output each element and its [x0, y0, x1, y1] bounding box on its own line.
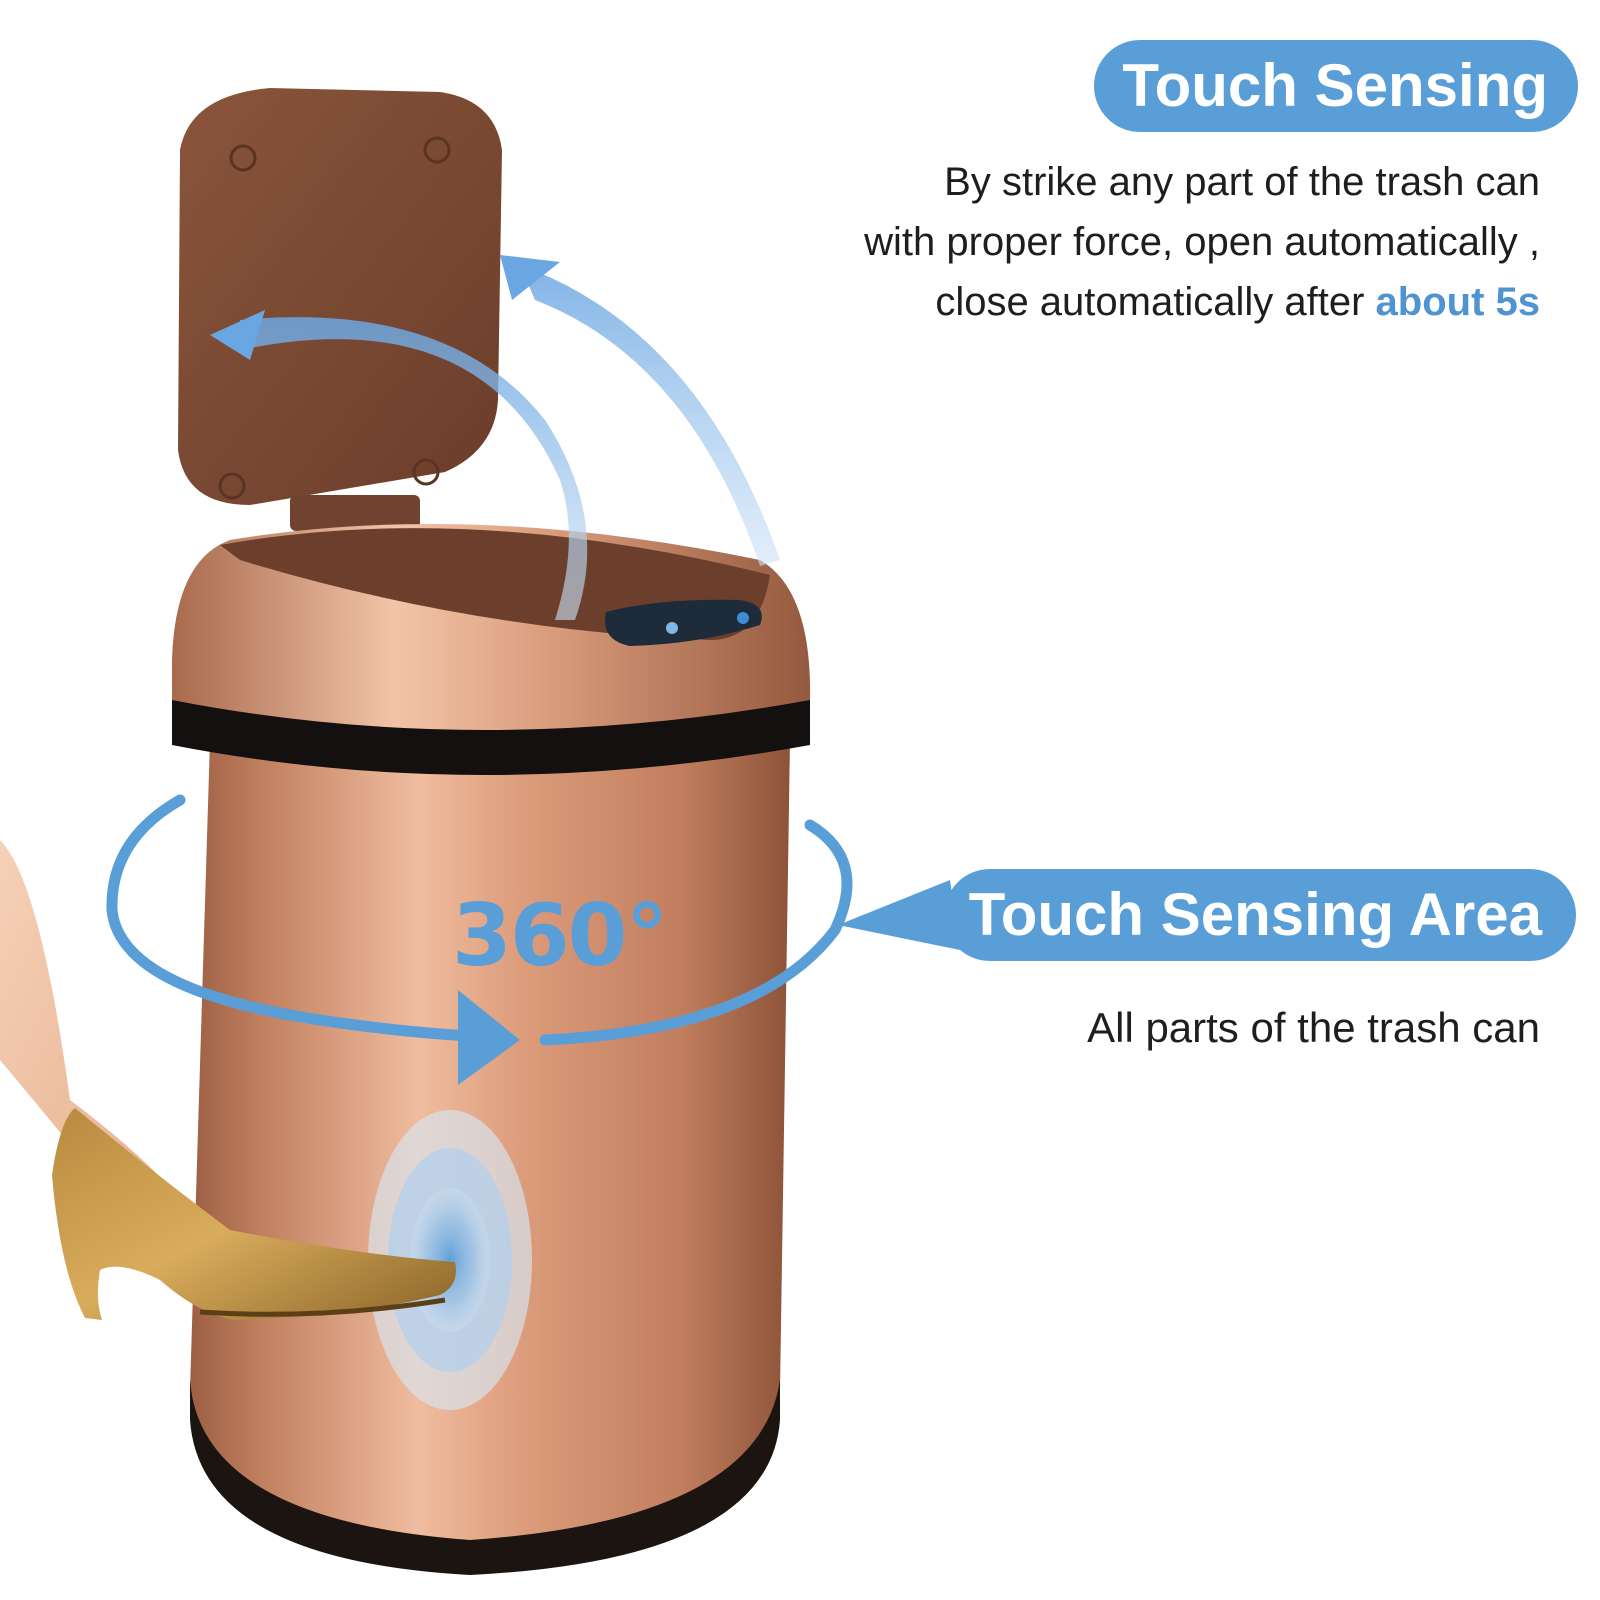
touch-sensing-area-description: All parts of the trash can: [1087, 1004, 1540, 1051]
touch-sensing-area-title: Touch Sensing Area: [944, 869, 1576, 961]
touch-pulse-icon: [368, 1110, 532, 1410]
sensor-panel: [605, 599, 762, 646]
black-band: [172, 700, 810, 775]
rotation-label: 360°: [452, 886, 669, 986]
rotation-arrowhead-icon: [458, 990, 520, 1085]
leg-with-shoe: [0, 840, 456, 1320]
description-text: close automatically after: [935, 280, 1376, 324]
touch-sensing-description: By strike any part of the trash can with…: [864, 152, 1540, 332]
touch-sensing-title: Touch Sensing: [1094, 40, 1578, 132]
lid: [178, 88, 502, 531]
highlight-duration: about 5s: [1375, 280, 1540, 324]
description-line: By strike any part of the trash can: [944, 160, 1540, 204]
description-line: with proper force, open automatically ,: [864, 220, 1540, 264]
description-line: close automatically after about 5s: [864, 272, 1540, 332]
opening-arrows: [210, 255, 780, 620]
rotation-ring: [106, 794, 853, 1046]
